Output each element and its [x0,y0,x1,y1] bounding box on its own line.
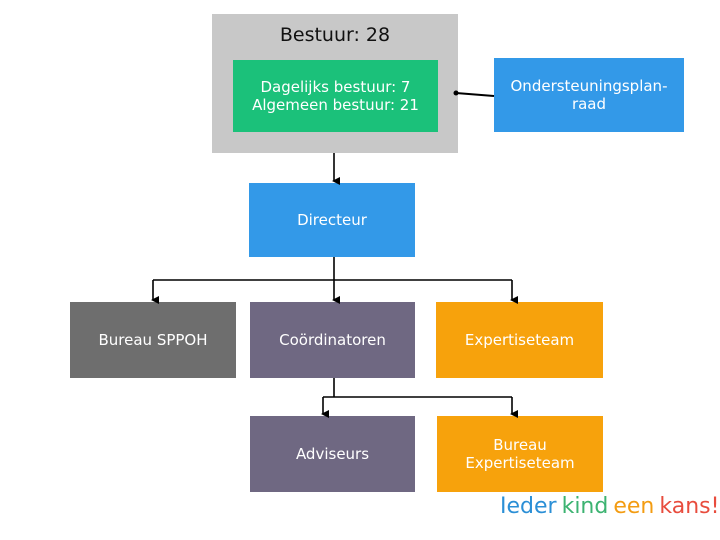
bureau-sppoh-box: Bureau SPPOH [70,302,236,378]
coordinatoren-box: Coördinatoren [250,302,415,378]
connector-bestuur-ondersteuning [455,92,495,97]
bureau-expertiseteam-box: Bureau Expertiseteam [437,416,603,492]
expertiseteam-box: Expertiseteam [436,302,603,378]
ondersteuningsplanraad-box: Ondersteuningsplan- raad [494,58,684,132]
dagelijks-algemeen-bestuur-box: Dagelijks bestuur: 7 Algemeen bestuur: 2… [233,60,438,132]
slogan-word-2: kind [561,494,609,519]
directeur-box: Directeur [249,183,415,257]
adviseurs-box: Adviseurs [250,416,415,492]
slogan-word-1: Ieder [500,494,557,519]
bestuur-title: Bestuur: 28 [279,24,391,46]
connector-dot [453,90,459,96]
slogan-word-4: kans! [659,494,720,519]
slogan-word-3: een [613,494,655,519]
